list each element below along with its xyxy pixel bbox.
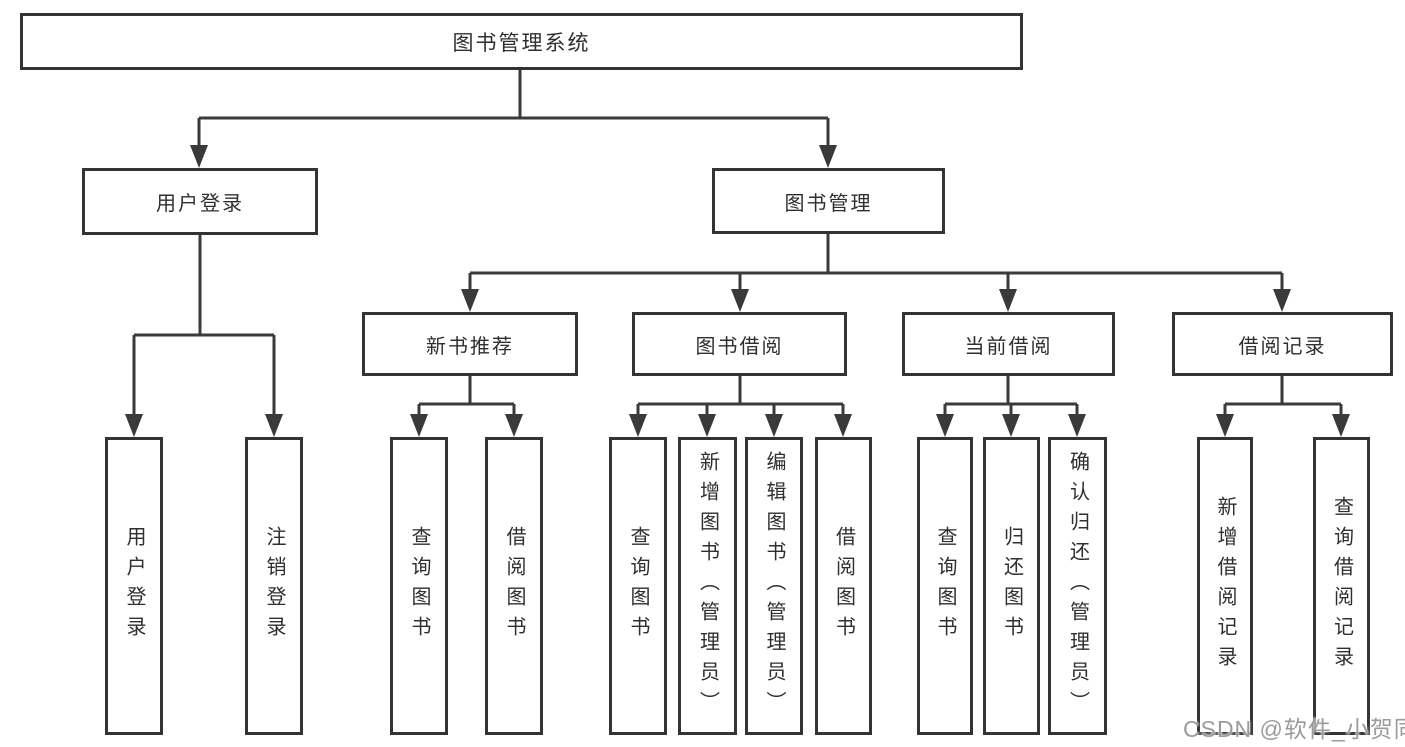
connector-borrowrecord-to-children — [1223, 376, 1343, 415]
arrowhead — [410, 414, 428, 437]
node-leaf-confirm-return-admin: 确认归还（管理员） — [1048, 437, 1107, 735]
node-leaf-return-book: 归还图书 — [983, 437, 1040, 735]
node-leaf-user-login: 用户登录 — [105, 437, 163, 735]
arrowhead — [505, 414, 523, 437]
arrowhead — [698, 414, 716, 437]
arrowhead — [125, 414, 143, 437]
node-user-login: 用户登录 — [82, 168, 318, 235]
node-leaf-query-borrow-record: 查询借阅记录 — [1313, 437, 1370, 735]
arrowhead — [1068, 414, 1086, 437]
node-leaf-add-book-admin: 新增图书（管理员） — [678, 437, 737, 735]
node-current-borrow: 当前借阅 — [902, 312, 1115, 376]
arrowhead — [1002, 414, 1020, 437]
node-book-borrow: 图书借阅 — [632, 312, 847, 376]
node-leaf-logout: 注销登录 — [245, 437, 303, 735]
arrowhead — [936, 414, 954, 437]
arrowhead — [190, 145, 208, 168]
arrowhead — [265, 414, 283, 437]
arrowhead — [999, 289, 1017, 312]
node-new-book-recommend: 新书推荐 — [362, 312, 578, 376]
connector-root-to-level2 — [197, 70, 830, 146]
node-leaf-edit-book-admin: 编辑图书（管理员） — [745, 437, 803, 735]
node-leaf-query-book-borrow: 查询图书 — [609, 437, 667, 735]
arrowhead — [1216, 414, 1234, 437]
node-leaf-query-book-rec: 查询图书 — [390, 437, 448, 735]
node-library-management-system: 图书管理系统 — [20, 13, 1023, 70]
node-leaf-borrow-book-rec: 借阅图书 — [485, 437, 543, 735]
arrowhead — [461, 289, 479, 312]
arrowhead — [819, 145, 837, 168]
arrowhead — [731, 289, 749, 312]
connector-bookmgmt-to-level3 — [468, 234, 1284, 290]
csdn-watermark: CSDN @软件_小贺同学 — [1183, 716, 1405, 742]
arrowheads — [125, 145, 1350, 437]
connector-bookborrow-to-children — [636, 376, 845, 415]
arrowhead — [765, 414, 783, 437]
connector-userlogin-to-children — [132, 235, 276, 415]
connector-currentborrow-to-children — [943, 376, 1079, 415]
arrowhead — [1273, 289, 1291, 312]
node-leaf-query-book-current: 查询图书 — [917, 437, 973, 735]
node-leaf-add-borrow-record: 新增借阅记录 — [1197, 437, 1253, 735]
arrowhead — [1332, 414, 1350, 437]
arrowhead — [834, 414, 852, 437]
arrowhead — [629, 414, 647, 437]
connector-newbookrec-to-children — [417, 376, 516, 415]
node-borrow-record: 借阅记录 — [1172, 312, 1393, 376]
node-leaf-borrow-book: 借阅图书 — [815, 437, 872, 735]
node-book-management: 图书管理 — [712, 168, 945, 234]
